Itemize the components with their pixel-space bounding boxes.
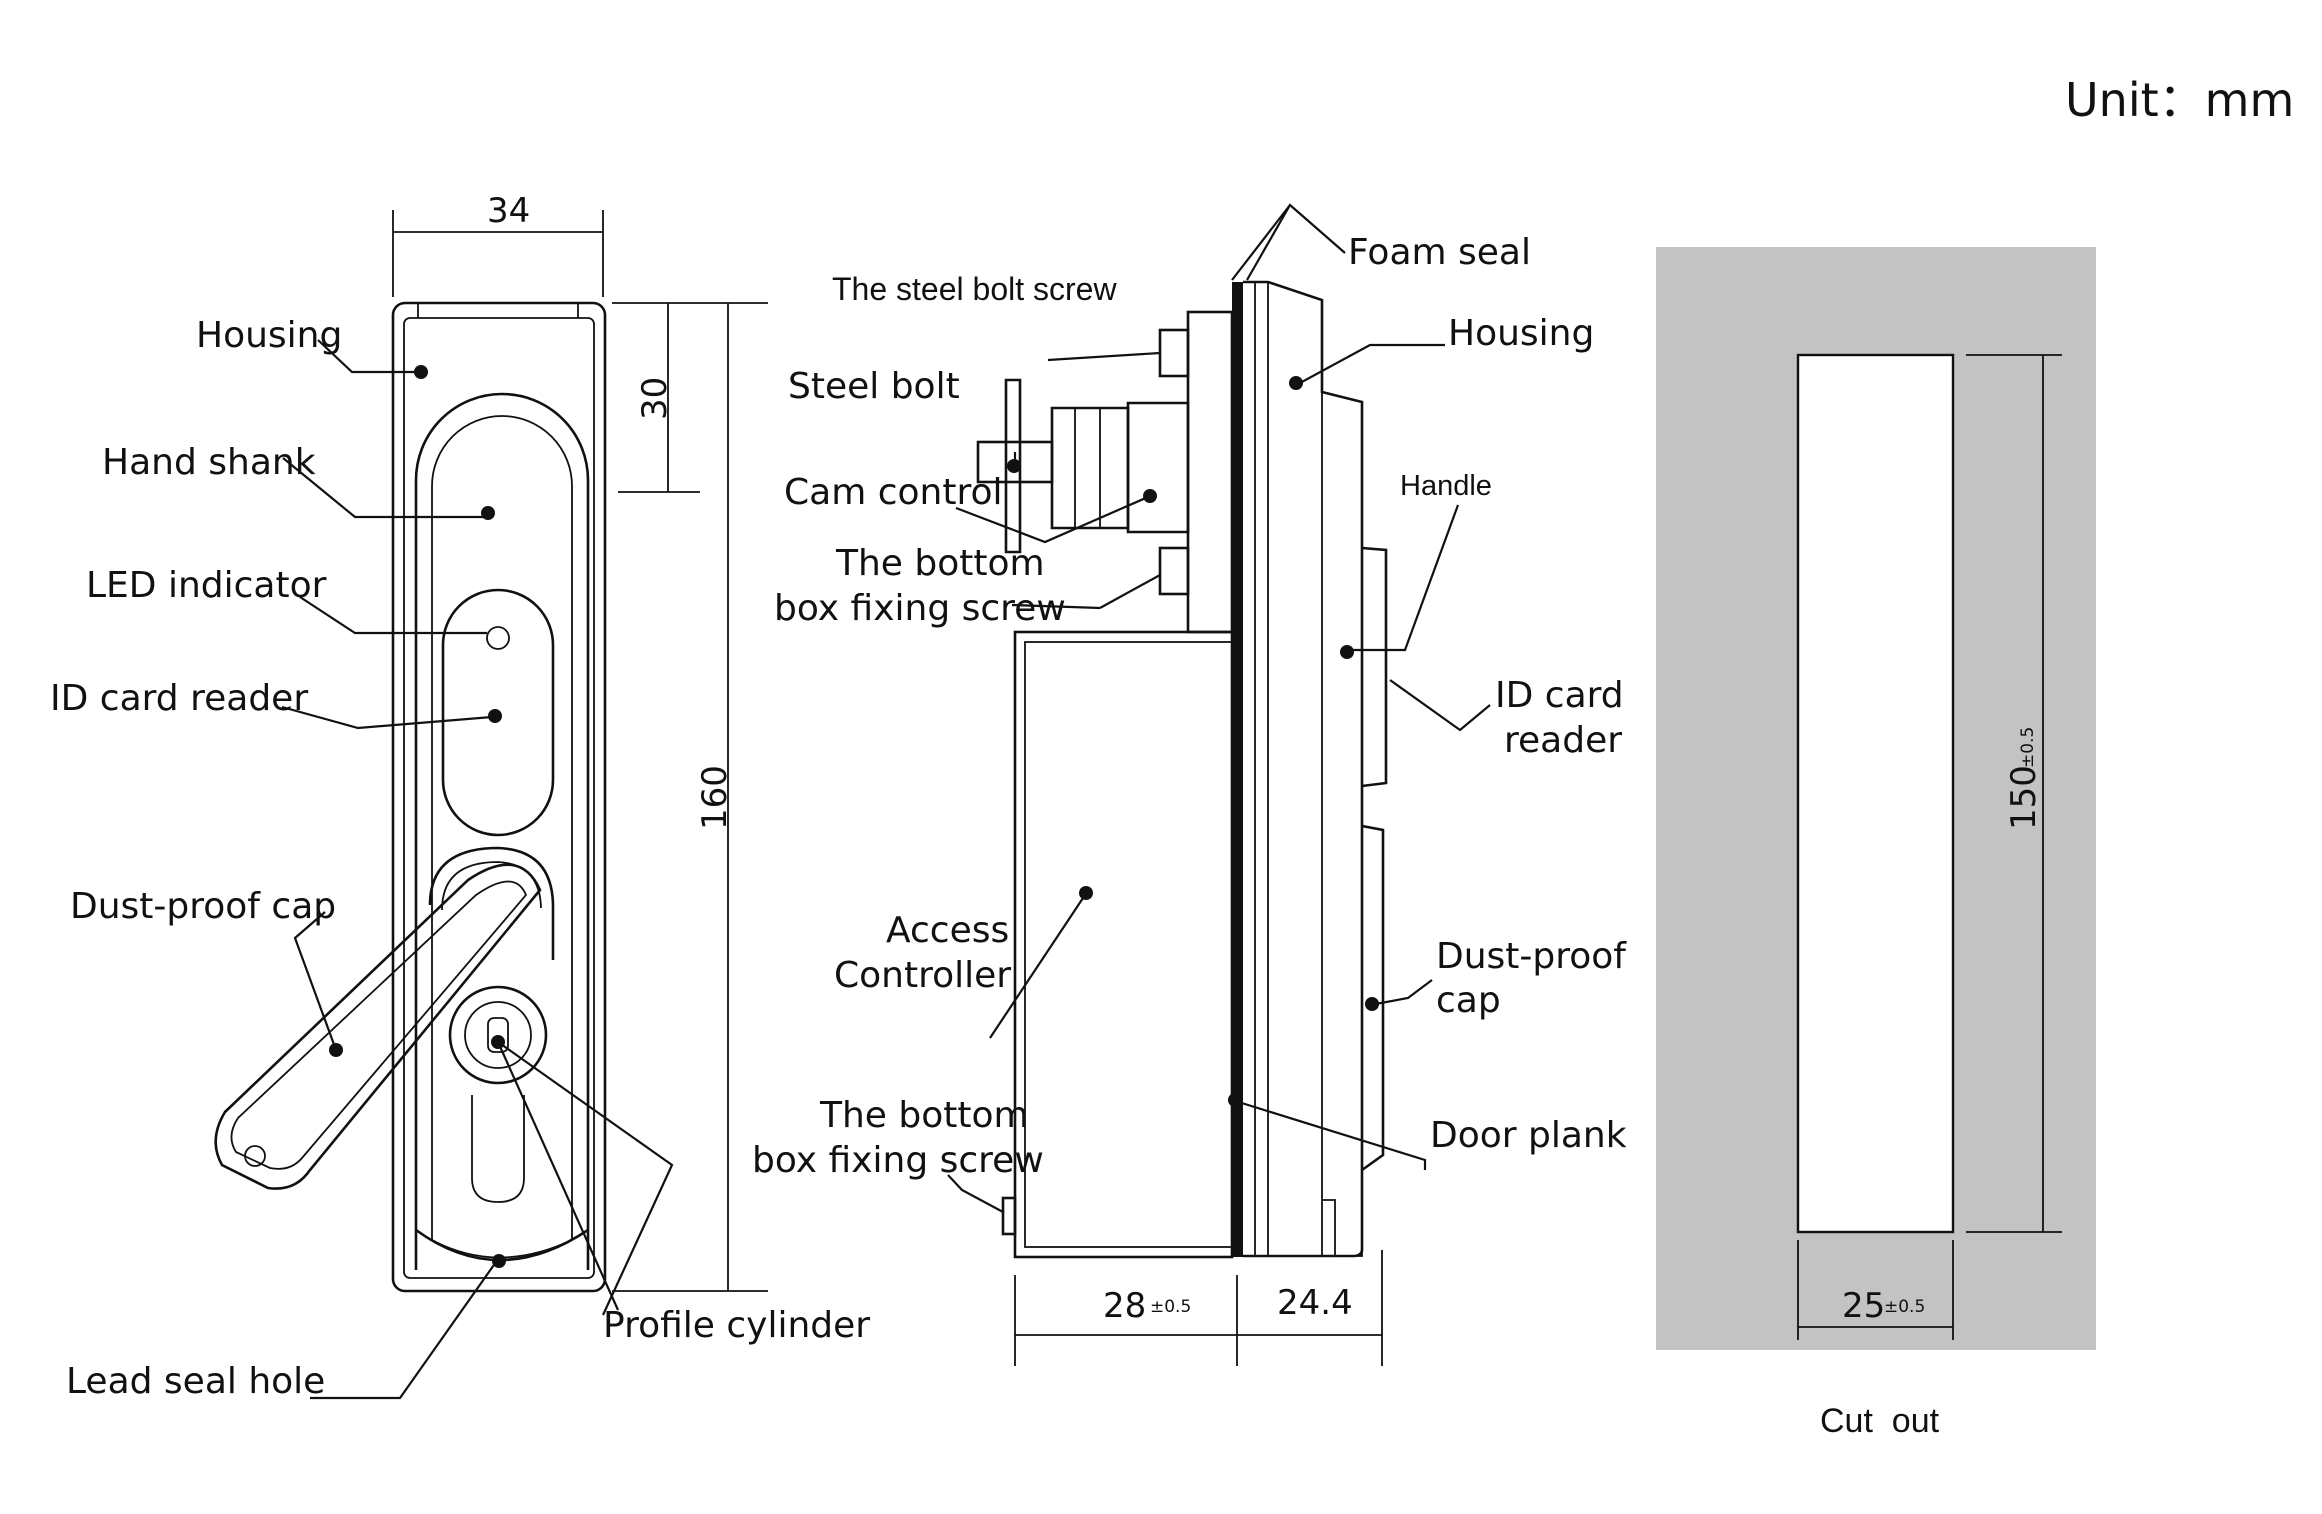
front-housing-outline [391, 301, 607, 1293]
label-profile-cylinder: Profile cylinder [603, 1305, 870, 1346]
label-handle: Handle [1400, 470, 1492, 502]
label-cam-control: Cam control [784, 472, 1003, 513]
dim-cutout-height-tol: ±0.5 [2018, 727, 2038, 768]
mechanism-block [1186, 310, 1234, 634]
dim-top-30: 30 [635, 377, 675, 420]
dim-width-34: 34 [487, 191, 530, 231]
label-lead-seal-hole: Lead seal hole [66, 1361, 325, 1402]
access-controller-box [1013, 630, 1234, 1259]
dim-cutout-height: 150 [2004, 765, 2044, 830]
label-dust-cap-side-1: Dust-proof [1436, 936, 1627, 977]
label-steel-bolt: Steel bolt [788, 366, 960, 407]
label-dust-cap-side-2: cap [1436, 980, 1501, 1021]
lead-hole-on-cap [244, 1145, 266, 1167]
label-access-2: Controller [834, 955, 1011, 996]
dust-cap-profile [1361, 824, 1385, 1172]
label-id-card-2: reader [1504, 720, 1622, 761]
cutout-caption: Cut out [1820, 1402, 1940, 1440]
label-bottom-screw-bot-1: The bottom [819, 1095, 1029, 1136]
dim-lock-depth: 24.4 [1277, 1283, 1353, 1323]
front-view: 34 30 160 Housing Hand shank LED indicat… [50, 191, 870, 1402]
led-indicator [486, 626, 510, 650]
label-steel-bolt-screw: The steel bolt screw [832, 271, 1117, 307]
door-plank [1232, 282, 1243, 1257]
profile-cylinder [448, 985, 548, 1085]
label-foam-seal: Foam seal [1348, 232, 1531, 273]
label-hand-shank: Hand shank [102, 442, 316, 483]
dim-cutout-width: 25 [1842, 1286, 1885, 1326]
label-bottom-screw-top-2: box fixing screw [774, 588, 1066, 629]
label-bottom-screw-top-1: The bottom [835, 543, 1045, 584]
side-view: 28 ±0.5 24.4 Foam seal The steel bolt sc… [752, 203, 1627, 1366]
dim-height-160: 160 [695, 765, 735, 830]
label-housing: Housing [196, 315, 342, 356]
label-id-card-1: ID card [1495, 675, 1624, 716]
label-id-card-reader: ID card reader [50, 678, 308, 719]
cutout-view: 150 ±0.5 25 ±0.5 Cut out [1656, 247, 2096, 1440]
label-led-indicator: LED indicator [86, 565, 327, 606]
label-door-plank: Door plank [1430, 1115, 1627, 1156]
cutout-opening [1796, 353, 1955, 1234]
label-dust-proof-cap: Dust-proof cap [70, 886, 336, 927]
label-side-housing: Housing [1448, 313, 1594, 354]
id-reader-window [441, 588, 555, 837]
unit-label: Unit：mm [2065, 73, 2294, 127]
steel-bolt [976, 440, 1054, 484]
dust-proof-cap [214, 863, 542, 1190]
label-access-1: Access [886, 910, 1009, 951]
handle-profile [1361, 546, 1388, 788]
dim-box-depth-tol: ±0.5 [1150, 1297, 1191, 1317]
hand-shank-outline [414, 392, 590, 1270]
dim-cutout-width-tol: ±0.5 [1884, 1297, 1925, 1317]
label-bottom-screw-bot-2: box fixing screw [752, 1140, 1044, 1181]
dim-box-depth: 28 [1103, 1286, 1146, 1326]
